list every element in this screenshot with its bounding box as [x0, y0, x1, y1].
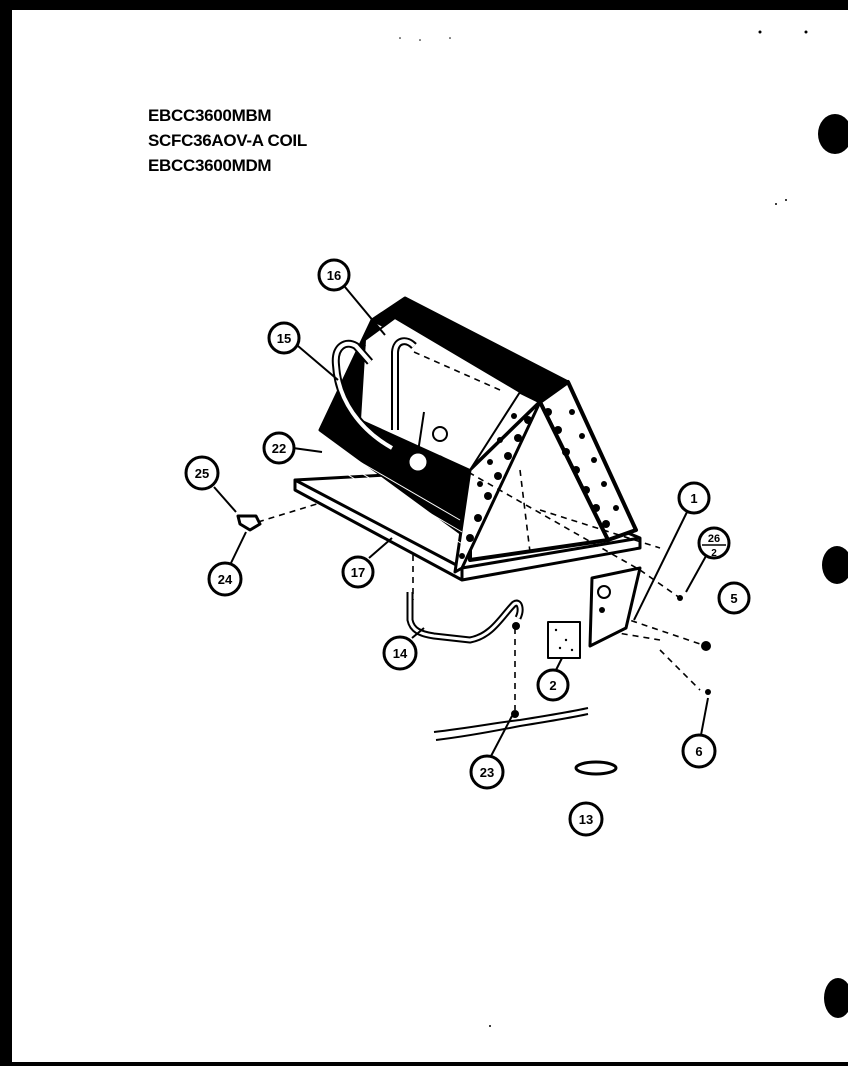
- tube-23: [433, 707, 589, 733]
- callout-26: 262: [697, 526, 731, 560]
- binder-hole-top: [818, 114, 848, 154]
- callout-13-label: 13: [579, 812, 593, 827]
- callout-26-sublabel: 2: [711, 548, 717, 559]
- callout-6-label: 6: [695, 744, 702, 759]
- scan-specks: [399, 30, 808, 1027]
- callout-25-label: 25: [195, 466, 209, 481]
- callout-23: 23: [469, 754, 505, 790]
- callout-15-label: 15: [277, 331, 291, 346]
- coil-assembly: [293, 296, 642, 582]
- binder-hole-middle: [822, 546, 848, 584]
- callout-17-label: 17: [351, 565, 365, 580]
- model-number-1: EBCC3600MBM: [148, 106, 272, 125]
- callout-6: 6: [681, 733, 717, 769]
- callout-23-label: 23: [480, 765, 494, 780]
- distributor: [406, 450, 430, 474]
- callout-14-label: 14: [393, 646, 408, 661]
- model-number-3: EBCC3600MDM: [148, 156, 272, 175]
- callout-26-label: 26: [708, 533, 720, 545]
- ring-13: [574, 760, 618, 776]
- callout-5-label: 5: [730, 591, 737, 606]
- binder-hole-bottom: [824, 978, 848, 1018]
- callout-1: 1: [677, 481, 711, 515]
- callout-14: 14: [382, 635, 418, 671]
- callout-15: 15: [267, 321, 301, 355]
- nut-5: [701, 641, 711, 651]
- callout-13: 13: [568, 801, 604, 837]
- callout-16: 16: [317, 258, 351, 292]
- callout-22: 22: [262, 431, 296, 465]
- callout-2-label: 2: [549, 678, 556, 693]
- callouts: 16 15 22 25 24 17 1 262 5 14 2 6 23 13: [184, 258, 751, 837]
- loose-parts: [236, 514, 711, 776]
- bracket-1: [588, 566, 642, 648]
- screw-26: [677, 595, 683, 601]
- screw-6: [705, 689, 711, 695]
- plate-2: [547, 621, 581, 659]
- clip-24-25: [236, 514, 262, 532]
- callout-17: 17: [341, 555, 375, 589]
- callout-1-label: 1: [690, 491, 697, 506]
- callout-5: 5: [717, 581, 751, 615]
- leader-lines: [257, 351, 707, 710]
- callout-24: 24: [207, 561, 243, 597]
- model-number-2: SCFC36AOV-A COIL: [148, 131, 307, 150]
- callout-25: 25: [184, 455, 220, 491]
- callout-2: 2: [536, 668, 570, 702]
- callout-leaders: [213, 286, 709, 759]
- callout-24-label: 24: [218, 572, 233, 587]
- callout-22-label: 22: [272, 441, 286, 456]
- callout-16-label: 16: [327, 268, 341, 283]
